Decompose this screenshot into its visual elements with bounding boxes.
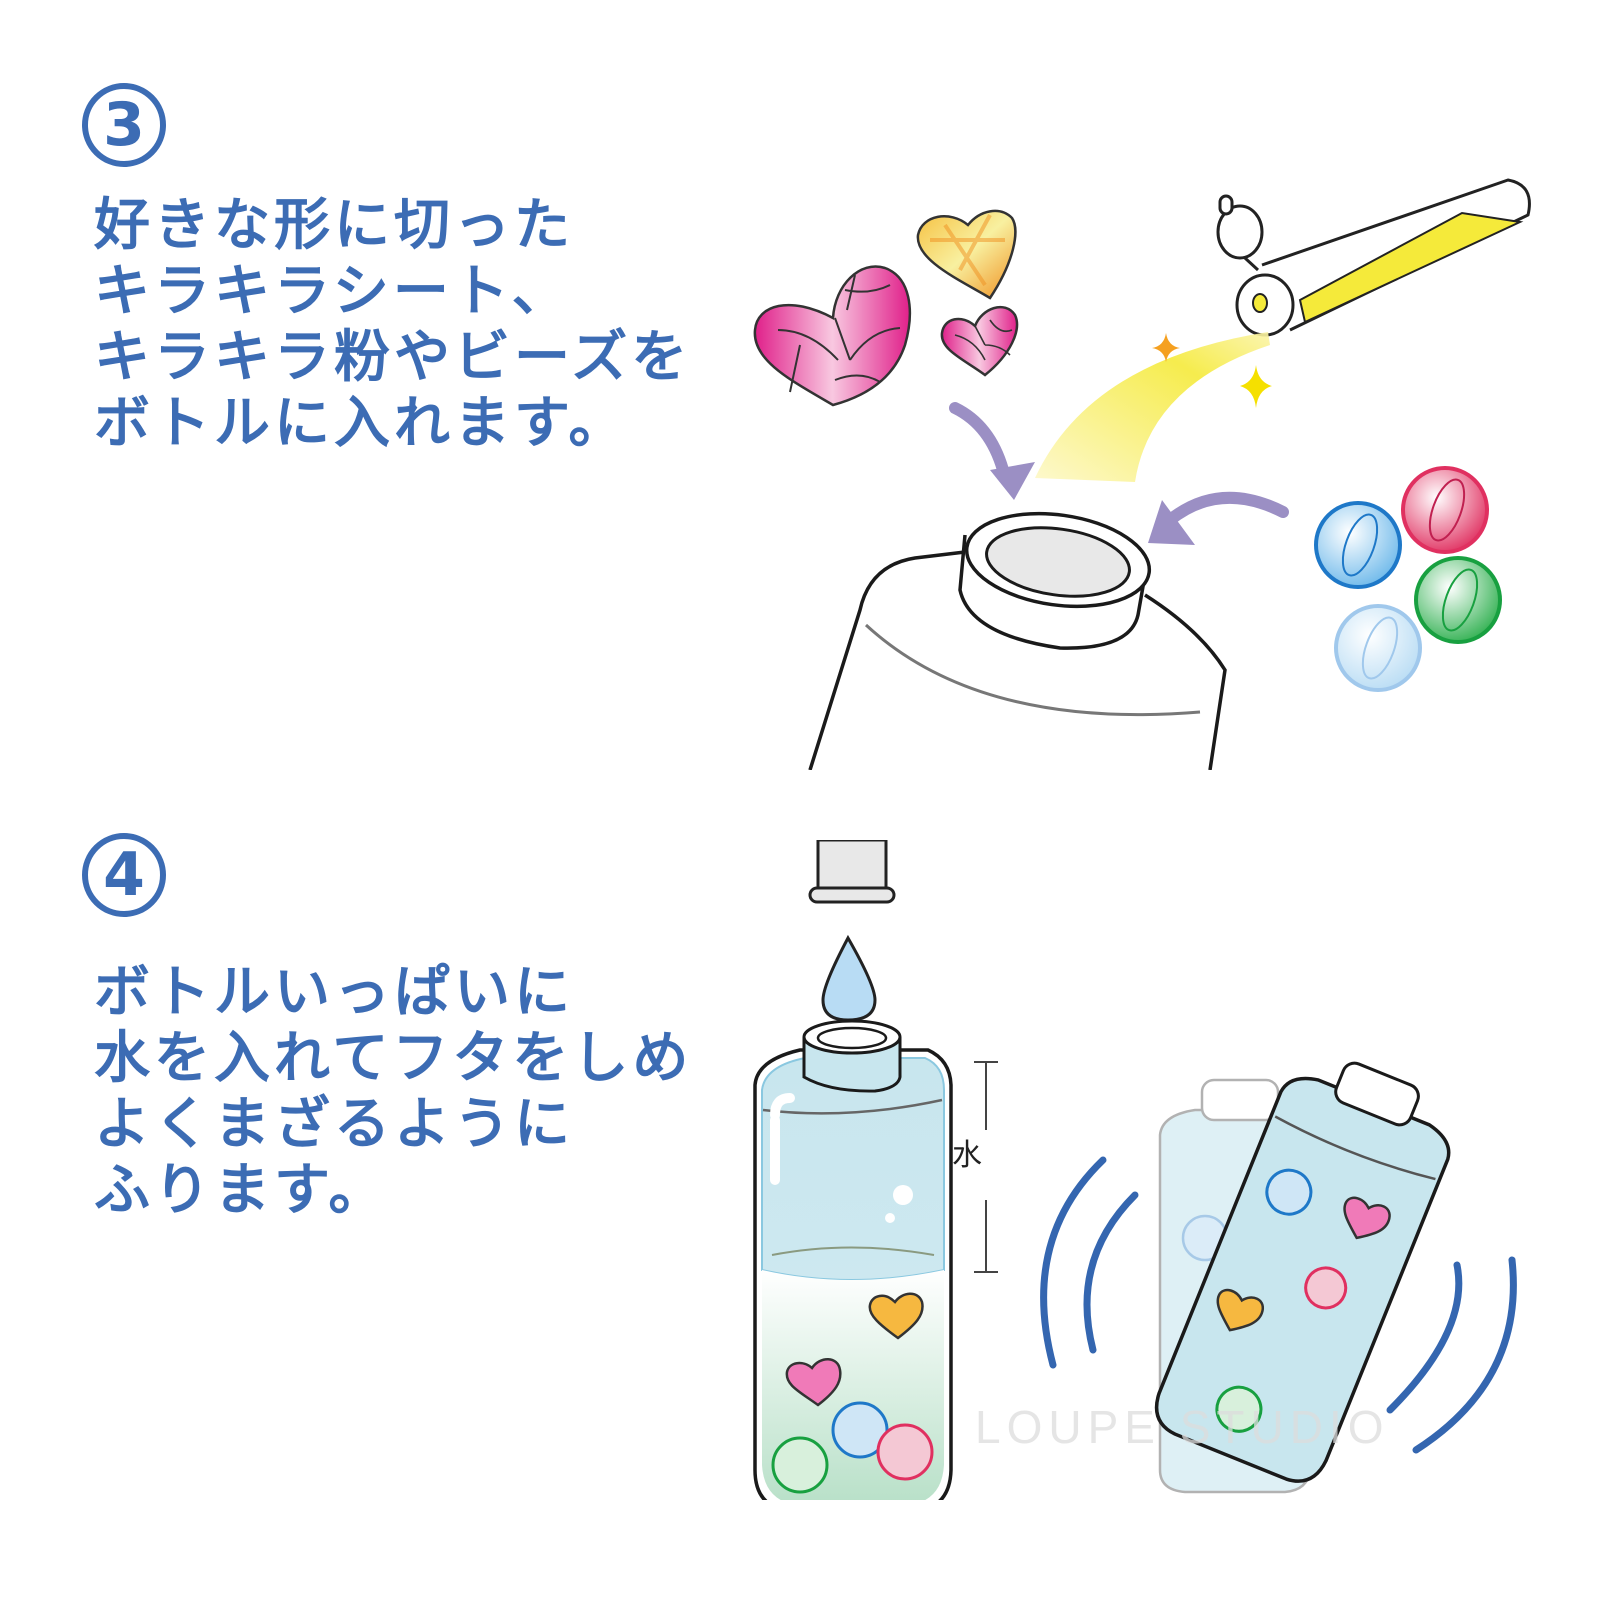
step-4-line-4: ふります。 (94, 1158, 389, 1223)
bead-red-icon (1401, 466, 1489, 554)
step-4-number: 4 (103, 840, 145, 910)
water-bottle-icon (753, 1019, 953, 1500)
step-3-line-3: キラキラ粉やビーズを (94, 325, 692, 390)
step-4-instructions: ボトルいっぱいに 水を入れてフタをしめ よくまざるように ふります。 (94, 960, 692, 1224)
step-3-line-1: 好きな形に切った (94, 193, 574, 258)
water-drop-icon (821, 934, 877, 1022)
sparkle-yellow-icon (1240, 365, 1272, 408)
step-3-line-2: キラキラシート、 (94, 259, 572, 324)
bead-blue-icon (1314, 501, 1402, 589)
sparkle-orange-icon (1152, 333, 1180, 362)
glitter-tube-icon (1216, 178, 1531, 337)
step-3-instructions: 好きな形に切った キラキラシート、 キラキラ粉やビーズを ボトルに入れます。 (94, 193, 691, 457)
bead-pale-blue-icon (1334, 604, 1422, 692)
pink-heart-large-icon (753, 265, 912, 407)
water-level-marker (974, 1061, 998, 1273)
bottle-top-icon (808, 511, 1227, 770)
shaking-bottle-front-icon (1154, 1061, 1451, 1483)
shake-motion-lines (1040, 1156, 1517, 1454)
step-3-number-badge: 3 (82, 83, 166, 167)
glitter-stream (1035, 332, 1270, 482)
step-4-line-1: ボトルいっぱいに (94, 960, 574, 1025)
orange-heart-icon (916, 209, 1017, 300)
step-4-line-3: よくまざるように (94, 1092, 574, 1157)
arrow-left-icon (1148, 491, 1289, 545)
watermark: LOUPE STUDIO (975, 1401, 1390, 1453)
step-4-number-badge: 4 (82, 833, 166, 917)
step-3-number: 3 (103, 90, 145, 160)
step-3-illustration (753, 178, 1531, 770)
bead-green-icon (1414, 556, 1502, 644)
faucet-icon (808, 840, 896, 904)
pink-heart-small-icon (940, 305, 1019, 377)
step-4-line-2: 水を入れてフタをしめ (94, 1026, 693, 1091)
step-4-illustration (753, 840, 1517, 1500)
water-label: 水 (952, 1138, 982, 1173)
arrow-down-icon (949, 402, 1035, 500)
step-3-line-4: ボトルに入れます。 (94, 391, 629, 456)
